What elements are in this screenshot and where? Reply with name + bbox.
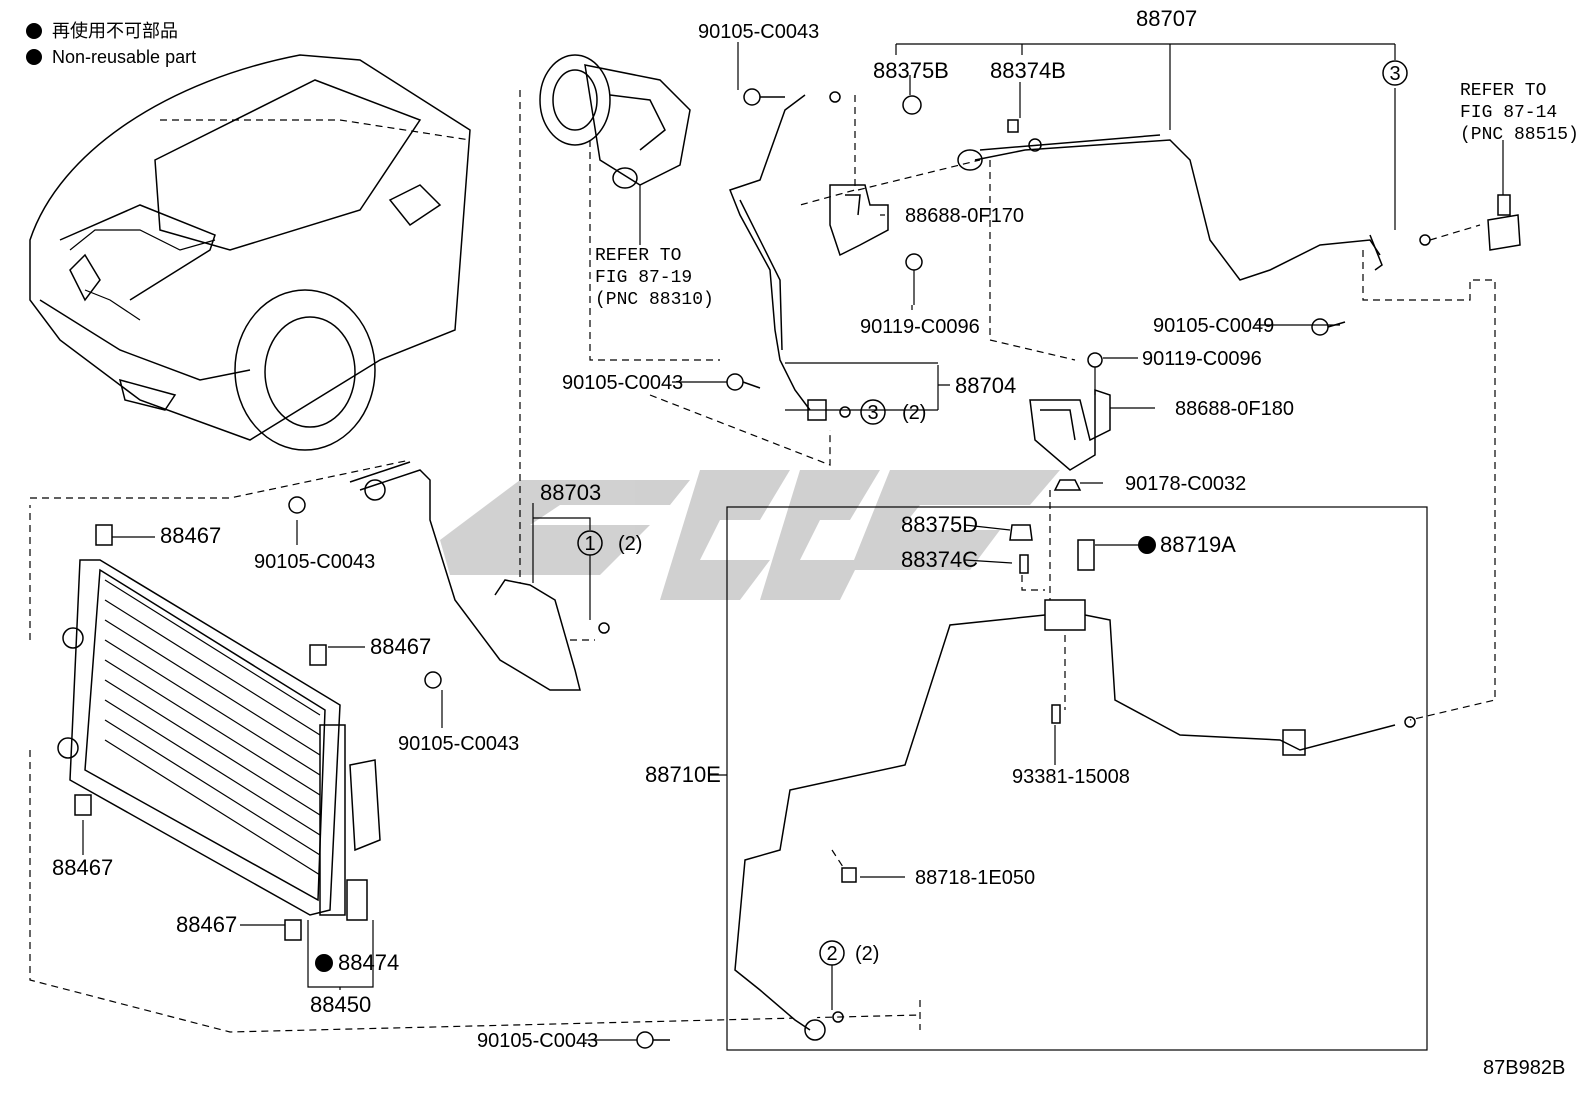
ref2-line3: (PNC 88515) xyxy=(1460,125,1579,145)
part-88718-1E050[interactable]: 88718-1E050 xyxy=(915,867,1035,889)
part-93381-15008[interactable]: 93381-15008 xyxy=(1012,766,1130,788)
condenser-illustration xyxy=(57,496,442,941)
callout-1: 1 xyxy=(584,533,595,555)
pipe-assembly-box xyxy=(726,506,1428,1051)
part-88688-0F170[interactable]: 88688-0F170 xyxy=(905,205,1024,227)
part-88375D[interactable]: 88375D xyxy=(901,512,978,537)
part-88704[interactable]: 88704 xyxy=(955,373,1016,398)
part-88688-0F180[interactable]: 88688-0F180 xyxy=(1175,398,1294,420)
part-88719A[interactable]: 88719A xyxy=(1160,532,1236,557)
part-90105-C0043-bottom[interactable]: 90105-C0043 xyxy=(477,1030,598,1052)
discharge-hose-88704 xyxy=(729,91,851,421)
leader-lines xyxy=(82,42,1396,1041)
part-88374C[interactable]: 88374C xyxy=(901,547,978,572)
part-90119-C0096-a[interactable]: 90119-C0096 xyxy=(860,316,980,338)
compressor-illustration xyxy=(539,54,691,189)
part-88474[interactable]: 88474 xyxy=(338,950,399,975)
callout-circles xyxy=(315,60,1408,972)
watermark-logo xyxy=(440,470,1060,600)
ref2-line1: REFER TO xyxy=(1460,81,1546,101)
fastener-symbols xyxy=(726,88,1346,491)
legend-row-en: Non-reusable part xyxy=(26,46,196,68)
non-reusable-dot-icon xyxy=(26,49,42,65)
part-90105-C0043-mid[interactable]: 90105-C0043 xyxy=(562,372,683,394)
ref1-line3: (PNC 88310) xyxy=(595,290,714,310)
callout-1-qty: (2) xyxy=(618,533,642,555)
callout-3-qty: (2) xyxy=(902,402,926,424)
expansion-valve-illustration xyxy=(1487,140,1521,251)
legend-label-jp: 再使用不可部品 xyxy=(52,21,178,41)
liquid-hose-88703 xyxy=(349,461,610,691)
bracket-88688-0F170 xyxy=(829,184,889,257)
bracket-88688-0F180 xyxy=(1029,388,1111,471)
legend-row-jp: 再使用不可部品 xyxy=(26,20,178,42)
liquid-pipe-88710E xyxy=(636,524,1416,1049)
legend-label-en: Non-reusable part xyxy=(52,47,197,67)
ref1-line2: FIG 87-19 xyxy=(595,268,692,288)
ref1-line1: REFER TO xyxy=(595,246,681,266)
diagram-code: 87B982B xyxy=(1483,1057,1565,1079)
part-88375B[interactable]: 88375B xyxy=(873,58,949,83)
part-88710E[interactable]: 88710E xyxy=(645,762,721,787)
callout-2: 2 xyxy=(826,943,837,965)
ref2-line2: FIG 87-14 xyxy=(1460,103,1557,123)
suction-pipe-88707 xyxy=(957,134,1431,281)
part-90178-C0032[interactable]: 90178-C0032 xyxy=(1125,473,1246,495)
non-reusable-dot-icon xyxy=(26,23,42,39)
part-88467-d[interactable]: 88467 xyxy=(176,912,237,937)
part-88467-b[interactable]: 88467 xyxy=(370,634,431,659)
part-88467-c[interactable]: 88467 xyxy=(52,855,113,880)
part-88707[interactable]: 88707 xyxy=(1136,6,1197,31)
part-90105-C0049[interactable]: 90105-C0049 xyxy=(1153,315,1274,337)
callout-3-top: 3 xyxy=(1389,63,1400,85)
callout-2-qty: (2) xyxy=(855,943,879,965)
part-88374B[interactable]: 88374B xyxy=(990,58,1066,83)
vehicle-illustration xyxy=(29,54,471,451)
part-90105-C0043-top[interactable]: 90105-C0043 xyxy=(698,21,819,43)
callout-3-mid: 3 xyxy=(867,402,878,424)
part-88703[interactable]: 88703 xyxy=(540,480,601,505)
part-90105-C0043-left[interactable]: 90105-C0043 xyxy=(254,551,375,573)
part-88450[interactable]: 88450 xyxy=(310,992,371,1017)
part-88467-a[interactable]: 88467 xyxy=(160,523,221,548)
part-90105-C0043-left2[interactable]: 90105-C0043 xyxy=(398,733,519,755)
part-90119-C0096-b[interactable]: 90119-C0096 xyxy=(1142,348,1262,370)
